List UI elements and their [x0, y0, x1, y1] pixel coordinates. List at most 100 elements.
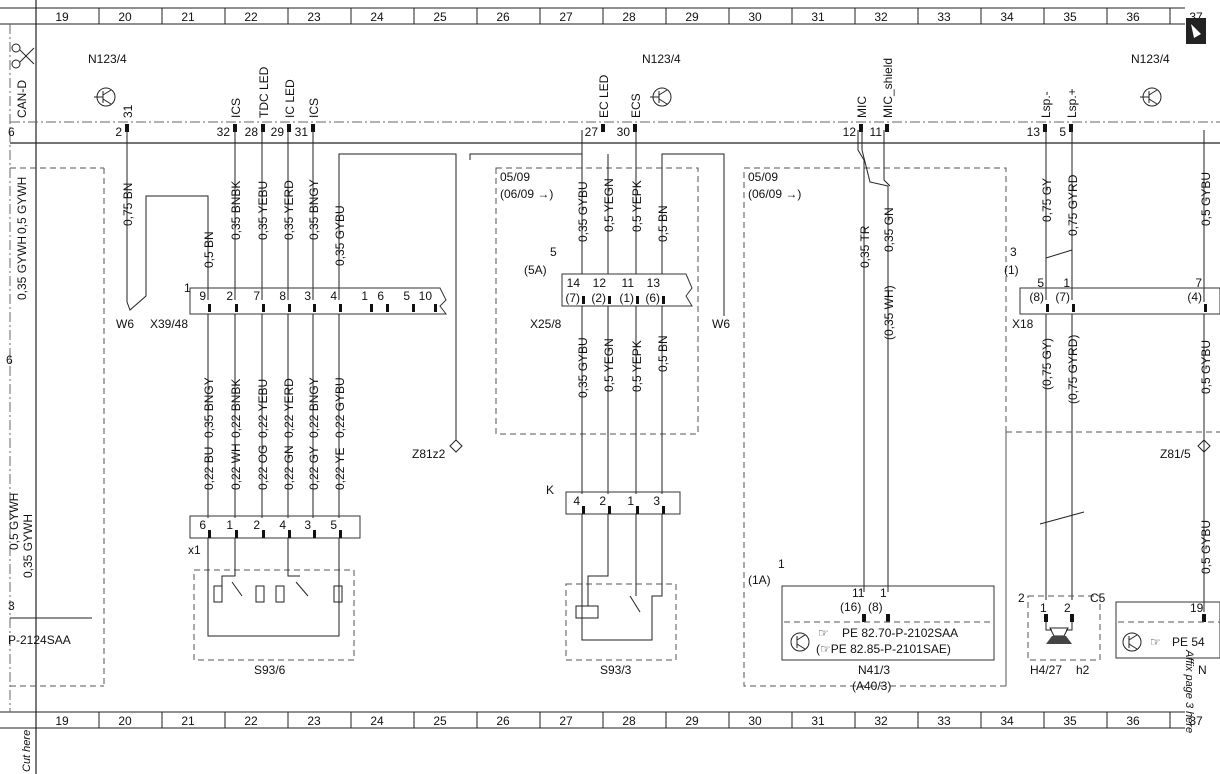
connector-name: K — [546, 483, 554, 497]
bookmark-icon — [1186, 18, 1206, 44]
module-signal: ICS — [229, 98, 243, 118]
wire-label: 0,22 WH — [229, 443, 243, 490]
ruler-column: 23 — [307, 10, 321, 24]
ruler-column: 23 — [307, 714, 321, 728]
ruler-column: 22 — [244, 714, 258, 728]
left-frag-6: 6 — [6, 353, 13, 367]
connector-pin-number: 2 — [226, 289, 233, 303]
connector-name: x1 — [188, 543, 201, 557]
connector-pin-alt: (6) — [645, 291, 660, 305]
right-fragment: 19 ☞ PE 54 N — [1115, 601, 1220, 677]
connector-pin — [262, 530, 265, 538]
connector-pin-alt: (8) — [1029, 290, 1044, 304]
c5-label: C5 — [1090, 591, 1106, 605]
z81-5-label: Z81/5 — [1160, 447, 1191, 461]
ruler-column: 19 — [55, 714, 69, 728]
n41-pin-alt: (16) — [840, 600, 861, 614]
pe-reference: PE 54 — [1172, 635, 1205, 649]
transistor-icon — [790, 632, 810, 652]
module-signal: ECS — [629, 93, 643, 118]
module-signal: IC LED — [283, 79, 297, 118]
module-name-mid: N123/4 — [642, 52, 681, 66]
w6-label: W6 — [712, 317, 730, 331]
connector-name: X25/8 — [530, 317, 562, 331]
connector-pin — [662, 506, 665, 514]
connector-pin-number: 8 — [279, 289, 286, 303]
module-pin — [125, 124, 129, 132]
n41-pin-alt: (8) — [868, 600, 883, 614]
wire-label: 0,35 TR — [858, 225, 872, 268]
cut-here-label: Cut here — [21, 730, 33, 772]
wire-label: (0,75 GYRD) — [1066, 335, 1080, 404]
wire-label: 0,22 YEBU — [256, 379, 270, 438]
ruler-column: 22 — [244, 10, 258, 24]
ruler-column: 32 — [874, 714, 888, 728]
module-pin-number: 5 — [1059, 125, 1066, 139]
ruler-column: 30 — [748, 714, 762, 728]
ruler-column: 27 — [559, 714, 573, 728]
module-pin — [601, 124, 605, 132]
s93-3-label: S93/3 — [600, 663, 632, 677]
connector-pin-number: 5 — [330, 518, 337, 532]
ruler-column: 31 — [811, 714, 825, 728]
ruler-column: 25 — [433, 10, 447, 24]
module-pin — [1069, 124, 1073, 132]
connector-pin-number: 10 — [419, 289, 433, 303]
connector-pin — [339, 304, 342, 312]
module-signal: TDC LED — [257, 66, 271, 118]
wire-label: 0,5 YEPK — [630, 340, 644, 392]
wire-label: 0,5 BN — [202, 231, 216, 268]
connector-pin — [636, 296, 639, 304]
module-pin — [1043, 124, 1047, 132]
connector-pin-number: 3 — [653, 494, 660, 508]
module-signal: Lsp.- — [1039, 91, 1053, 118]
connector-pin — [434, 304, 437, 312]
ruler-column: 24 — [370, 714, 384, 728]
module-signal: 31 — [121, 104, 135, 118]
ruler-column: 34 — [1000, 10, 1014, 24]
connector-pin-number: 14 — [567, 276, 581, 290]
module-signal: ICS — [307, 98, 321, 118]
connector-num: 1 — [184, 281, 191, 295]
connector-pin — [208, 530, 211, 538]
connector-pin — [288, 304, 291, 312]
connector-pin — [235, 530, 238, 538]
module-signal: EC LED — [597, 74, 611, 118]
ruler-column: 36 — [1126, 714, 1140, 728]
wire-label: 0,22 GY — [307, 446, 321, 490]
connector-pin-number: 2 — [599, 494, 606, 508]
module-pin-number: 2 — [115, 125, 122, 139]
scissors-icon — [11, 43, 35, 69]
ruler-column: 33 — [937, 10, 951, 24]
connector-pin — [582, 506, 585, 514]
can-label: CAN-D — [15, 80, 29, 118]
z81z2-label: Z81z2 — [412, 447, 446, 461]
wire-label: 0,5 YEGN — [602, 178, 616, 232]
module-pin-number: 12 — [843, 125, 857, 139]
connector-pin — [288, 530, 291, 538]
connector-pin-number: 11 — [622, 276, 635, 290]
wire-group-x18: 0,75 GY 0,75 GYRD (0,75 GY) (0,75 GYRD) … — [1005, 130, 1220, 686]
connector-pin — [582, 296, 585, 304]
connector-pin-number: 9 — [199, 289, 206, 303]
wire-group-x39: 0,75 BN 0,5 BN 0,35 BNBK 0,35 YEBU 0,35 … — [121, 130, 457, 440]
connector-pin-number: 5 — [1037, 276, 1044, 290]
connector-pin-number: 3 — [304, 518, 311, 532]
ruler-column: 28 — [622, 10, 636, 24]
connector-pin — [608, 296, 611, 304]
left-pin-6: 6 — [8, 125, 15, 139]
ruler-column: 30 — [748, 10, 762, 24]
connector-pin-alt: (2) — [591, 291, 606, 305]
wire-group-n41: 05/09 (06/09 →) 0,35 TR 0,35 GN (0,35 WH… — [743, 130, 1007, 687]
n41-alt: (1A) — [748, 573, 771, 587]
connector-pin-number: 7 — [253, 289, 260, 303]
wire-label: 0,35 BNBK — [229, 181, 243, 240]
z81z2: Z81z2 — [412, 439, 463, 461]
module-pin-number: 27 — [585, 125, 599, 139]
ruler-column: 20 — [118, 10, 132, 24]
module-pin — [885, 124, 889, 132]
connector-pin-number: 13 — [647, 276, 661, 290]
s93-6-label: S93/6 — [254, 663, 286, 677]
date-label: 05/09 — [500, 170, 530, 184]
